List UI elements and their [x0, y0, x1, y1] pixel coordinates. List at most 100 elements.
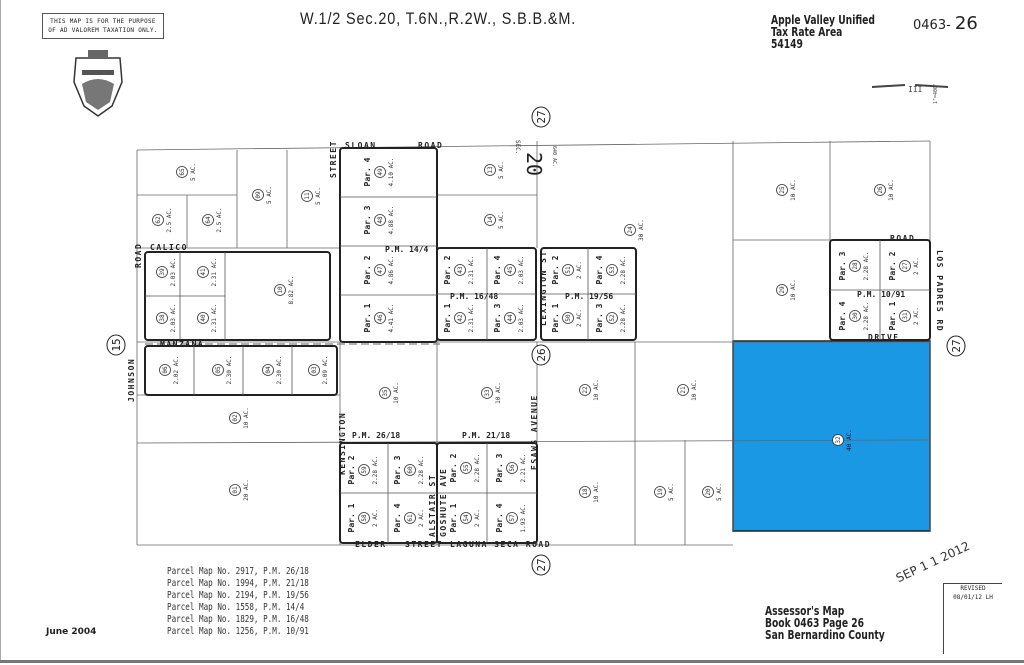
- parcel-acreage: 4.10 AC.: [388, 158, 395, 187]
- parcel-map-boundary: [144, 345, 338, 396]
- parcel-par-label: Par. 4: [493, 255, 502, 284]
- adjacent-page-ref[interactable]: 26: [531, 344, 551, 366]
- parcel-number: 14: [487, 216, 494, 224]
- parcel-number: 46: [377, 314, 384, 322]
- parcel-acreage: 2.30 AC.: [226, 356, 233, 385]
- parcel-map-boundary: [339, 147, 438, 343]
- highlighted-parcel-32[interactable]: [732, 340, 931, 532]
- page-number: 26: [954, 13, 978, 34]
- parcel-acreage: 2 AC.: [576, 261, 583, 279]
- parcel-map-list: Parcel Map No. 2917, P.M. 26/18 Parcel M…: [167, 566, 309, 638]
- parcel-number-circle: [274, 284, 286, 296]
- parcel-number-circle: [374, 312, 386, 324]
- tax-rate-area: Apple Valley Unified Tax Rate Area 54149: [771, 14, 875, 50]
- adjacent-page-ref[interactable]: 15: [106, 334, 126, 356]
- parcel-number-circle: [252, 189, 264, 201]
- parcel-acreage: 10 AC.: [243, 407, 250, 429]
- road-label: DRIVE: [868, 333, 900, 342]
- parcel-acreage: 8.82 AC.: [288, 276, 295, 305]
- parcel-number: 61: [407, 514, 414, 522]
- parcel-number-circle: [849, 260, 861, 272]
- parcel-number-circle: [484, 164, 496, 176]
- parcel-par-label: Par. 1: [363, 303, 372, 332]
- parcel-number-circle: [606, 312, 618, 324]
- parcel-par-label: Par. 2: [888, 251, 897, 280]
- parcel-acreage: 2.28 AC.: [474, 454, 481, 483]
- parcel-acreage: 10 AC.: [593, 379, 600, 401]
- ref-circle: [531, 554, 551, 576]
- parcel-acreage: 2.30 AC.: [276, 356, 283, 385]
- parcel-number-circle: [849, 310, 861, 322]
- adjacent-page-ref[interactable]: 27: [946, 335, 966, 357]
- adjacent-page-ref[interactable]: 27: [531, 106, 551, 128]
- parcel-acreage: 2.03 AC.: [518, 304, 525, 333]
- parcel-map-ref: Parcel Map No. 1558, P.M. 14/4: [167, 602, 305, 613]
- parcel-number: 56: [509, 464, 516, 472]
- parcel-number: 65: [179, 168, 186, 176]
- parcel-acreage: 2.5 AC.: [166, 207, 173, 232]
- adjacent-page-ref[interactable]: 27: [531, 554, 551, 576]
- parcel-par-label: Par. 1: [347, 503, 356, 532]
- parcel-number-circle: [504, 264, 516, 276]
- parcel-number-circle: [156, 312, 168, 324]
- ref-number: 15: [110, 338, 123, 351]
- parcel-acreage: 2.28 AC.: [418, 456, 425, 485]
- page-border: [0, 0, 1, 660]
- parcel-number-circle: [832, 434, 844, 446]
